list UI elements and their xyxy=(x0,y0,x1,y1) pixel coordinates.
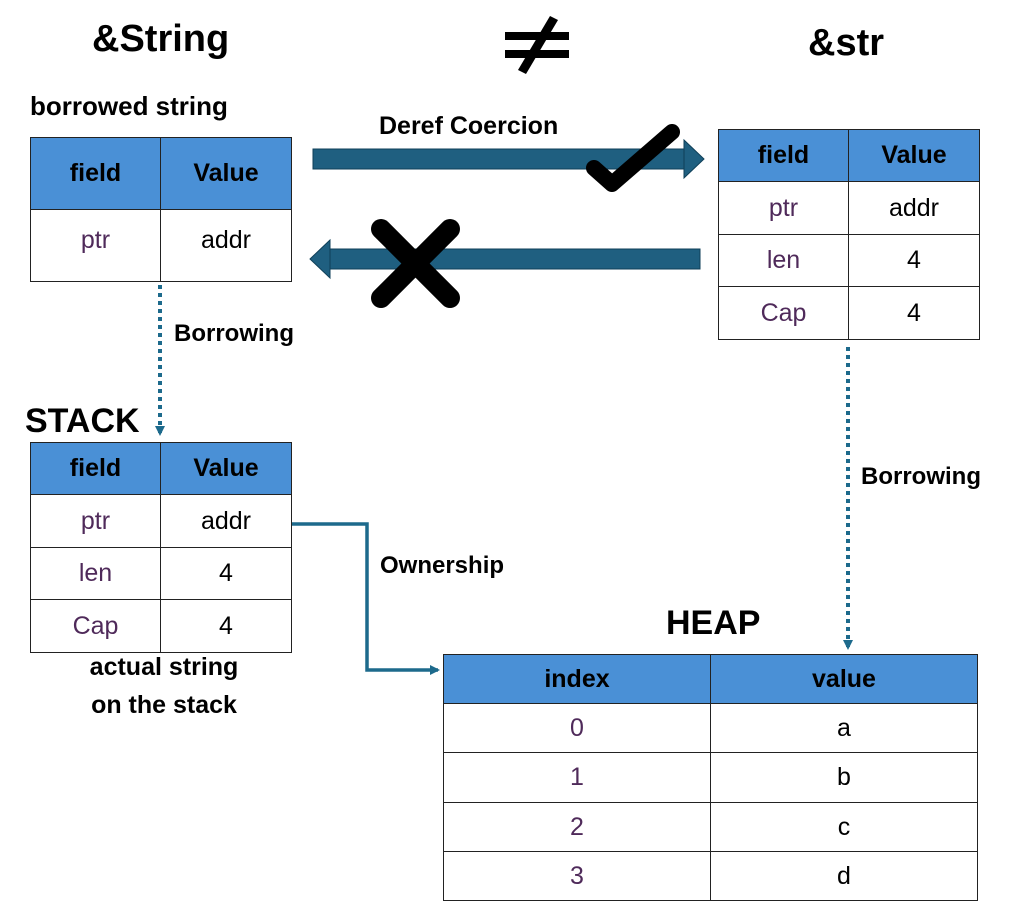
stack-row-cap-value: 4 xyxy=(160,599,292,653)
borrowed-string-table: field Value ptr addr xyxy=(30,137,292,282)
deref-coercion-label: Deref Coercion xyxy=(379,112,559,140)
str-row-cap-key: Cap xyxy=(718,286,849,340)
stack-header-field: field xyxy=(30,442,161,495)
str-row-ptr-value: addr xyxy=(848,181,980,235)
stack-table: field Value ptr addr len 4 Cap 4 xyxy=(30,442,292,653)
stack-header-value: Value xyxy=(160,442,292,495)
str-header-field: field xyxy=(718,129,849,182)
borrowed-cell-key: ptr xyxy=(30,209,161,282)
borrowed-cell-value: addr xyxy=(160,209,292,282)
borrowed-string-label: borrowed string xyxy=(30,91,228,121)
heap-row-0-index: 0 xyxy=(443,703,711,753)
heap-row-2-value: c xyxy=(710,802,978,852)
stack-label: STACK xyxy=(25,402,140,440)
str-row-len-key: len xyxy=(718,234,849,287)
not-equal-icon xyxy=(500,14,574,76)
heap-header-value: value xyxy=(710,654,978,704)
str-header-value: Value xyxy=(848,129,980,182)
borrowing-left-label: Borrowing xyxy=(174,320,294,347)
check-mark-icon xyxy=(586,124,680,192)
heap-table: index value 0 a 1 b 2 c 3 d xyxy=(443,654,978,901)
borrowed-header-value: Value xyxy=(160,137,292,210)
str-row-ptr-key: ptr xyxy=(718,181,849,235)
heap-row-0-value: a xyxy=(710,703,978,753)
stack-row-len-value: 4 xyxy=(160,547,292,600)
actual-string-line-2: on the stack xyxy=(91,691,237,719)
heap-header-index: index xyxy=(443,654,711,704)
cross-mark-icon xyxy=(371,219,460,308)
heap-row-3-index: 3 xyxy=(443,851,711,901)
heap-row-3-value: d xyxy=(710,851,978,901)
stack-row-len-key: len xyxy=(30,547,161,600)
str-ref-title: &str xyxy=(808,22,885,64)
reverse-arrow xyxy=(309,238,701,280)
heap-row-2-index: 2 xyxy=(443,802,711,852)
stack-row-cap-key: Cap xyxy=(30,599,161,653)
stack-row-ptr-key: ptr xyxy=(30,494,161,548)
str-slice-table: field Value ptr addr len 4 Cap 4 xyxy=(718,129,980,340)
ownership-label: Ownership xyxy=(380,552,505,579)
borrowed-header-field: field xyxy=(30,137,161,210)
borrowing-right-label: Borrowing xyxy=(861,463,981,490)
heap-label: HEAP xyxy=(666,604,761,642)
string-ref-title: &String xyxy=(92,18,230,60)
actual-string-caption: actual string on the stack xyxy=(64,648,264,724)
str-row-cap-value: 4 xyxy=(848,286,980,340)
actual-string-line-1: actual string xyxy=(89,653,239,681)
heap-row-1-index: 1 xyxy=(443,752,711,803)
ownership-connector xyxy=(292,522,440,675)
